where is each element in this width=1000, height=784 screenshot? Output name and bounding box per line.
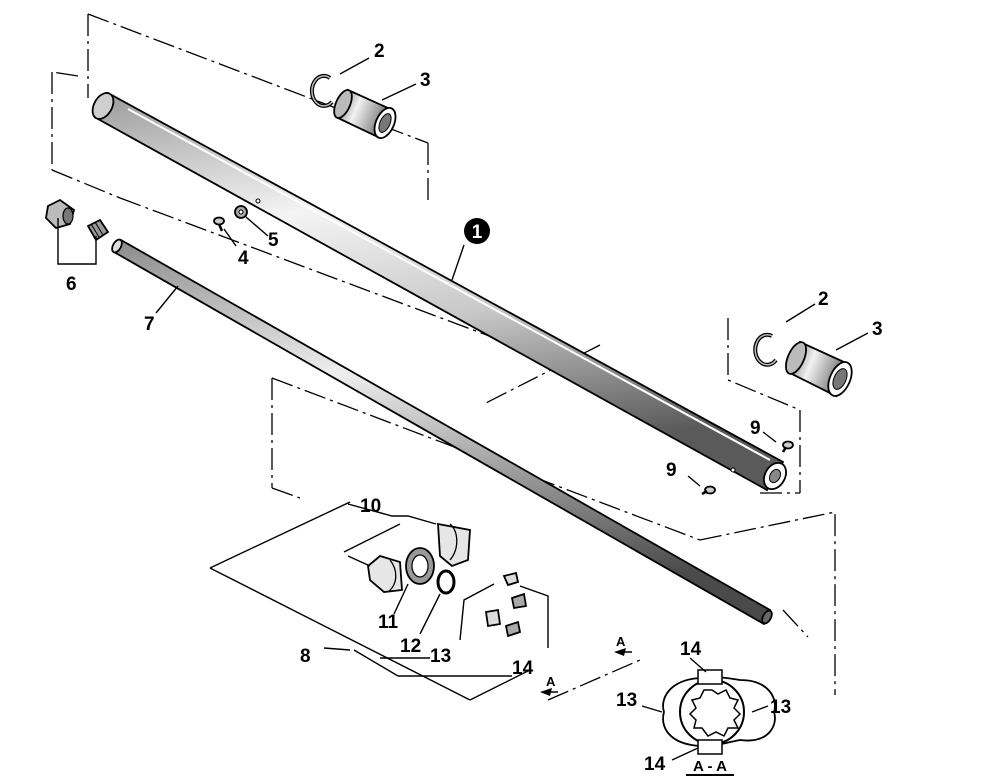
callout-2-right: 2 bbox=[818, 289, 829, 310]
callout-5: 5 bbox=[268, 230, 279, 251]
leader-lines bbox=[57, 57, 869, 761]
coupler-6 bbox=[45, 198, 110, 242]
bearing-holder-11 bbox=[367, 554, 403, 593]
section-view-label: A - A bbox=[693, 758, 727, 775]
callout-10: 10 bbox=[360, 496, 381, 517]
bearing-holder-10 bbox=[437, 522, 471, 568]
right-retaining-ring bbox=[753, 332, 778, 367]
callout-1: 1 bbox=[472, 222, 483, 243]
assembly-badge bbox=[464, 218, 490, 244]
callout-7: 7 bbox=[144, 314, 155, 335]
bracket-lines bbox=[51, 13, 836, 701]
section-view-a-a bbox=[662, 669, 776, 776]
callout-3-top: 3 bbox=[420, 70, 431, 91]
callout-14-section-bottom: 14 bbox=[644, 754, 666, 775]
callout-13-section-left: 13 bbox=[616, 690, 637, 711]
section-arrow-label-upper: A bbox=[616, 634, 626, 649]
callout-2-top: 2 bbox=[374, 41, 385, 62]
callout-6: 6 bbox=[66, 274, 77, 295]
callout-labels: 1 2 3 2 3 4 5 6 7 9 9 10 11 12 13 14 8 1… bbox=[66, 41, 883, 775]
drive-tube bbox=[91, 91, 787, 492]
callout-13-section-right: 13 bbox=[770, 697, 791, 718]
upper-bushing bbox=[333, 88, 397, 140]
section-arrow-lower bbox=[540, 688, 558, 696]
ball-bearing bbox=[405, 547, 435, 585]
callout-9-bottom: 9 bbox=[666, 460, 677, 481]
callout-4: 4 bbox=[238, 248, 249, 269]
callout-12: 12 bbox=[400, 636, 421, 657]
callout-9-top: 9 bbox=[750, 418, 761, 439]
section-arrow-label-lower: A bbox=[546, 674, 556, 689]
upper-retaining-ring bbox=[309, 73, 334, 108]
callout-14-section-top: 14 bbox=[680, 639, 702, 660]
screw-9-lower bbox=[701, 485, 716, 496]
callout-14-list: 14 bbox=[512, 658, 534, 679]
clip-parts bbox=[484, 571, 528, 638]
callout-8: 8 bbox=[300, 646, 311, 667]
washer-5 bbox=[234, 205, 248, 219]
o-ring-12 bbox=[436, 569, 456, 595]
callout-13-list: 13 bbox=[430, 646, 451, 667]
section-arrow-upper bbox=[614, 648, 632, 656]
callout-11: 11 bbox=[378, 612, 399, 633]
drive-shaft bbox=[111, 238, 773, 626]
right-bushing bbox=[785, 340, 853, 398]
screw-4 bbox=[213, 216, 225, 232]
screw-9-upper bbox=[781, 440, 794, 453]
callout-3-right: 3 bbox=[872, 319, 883, 340]
